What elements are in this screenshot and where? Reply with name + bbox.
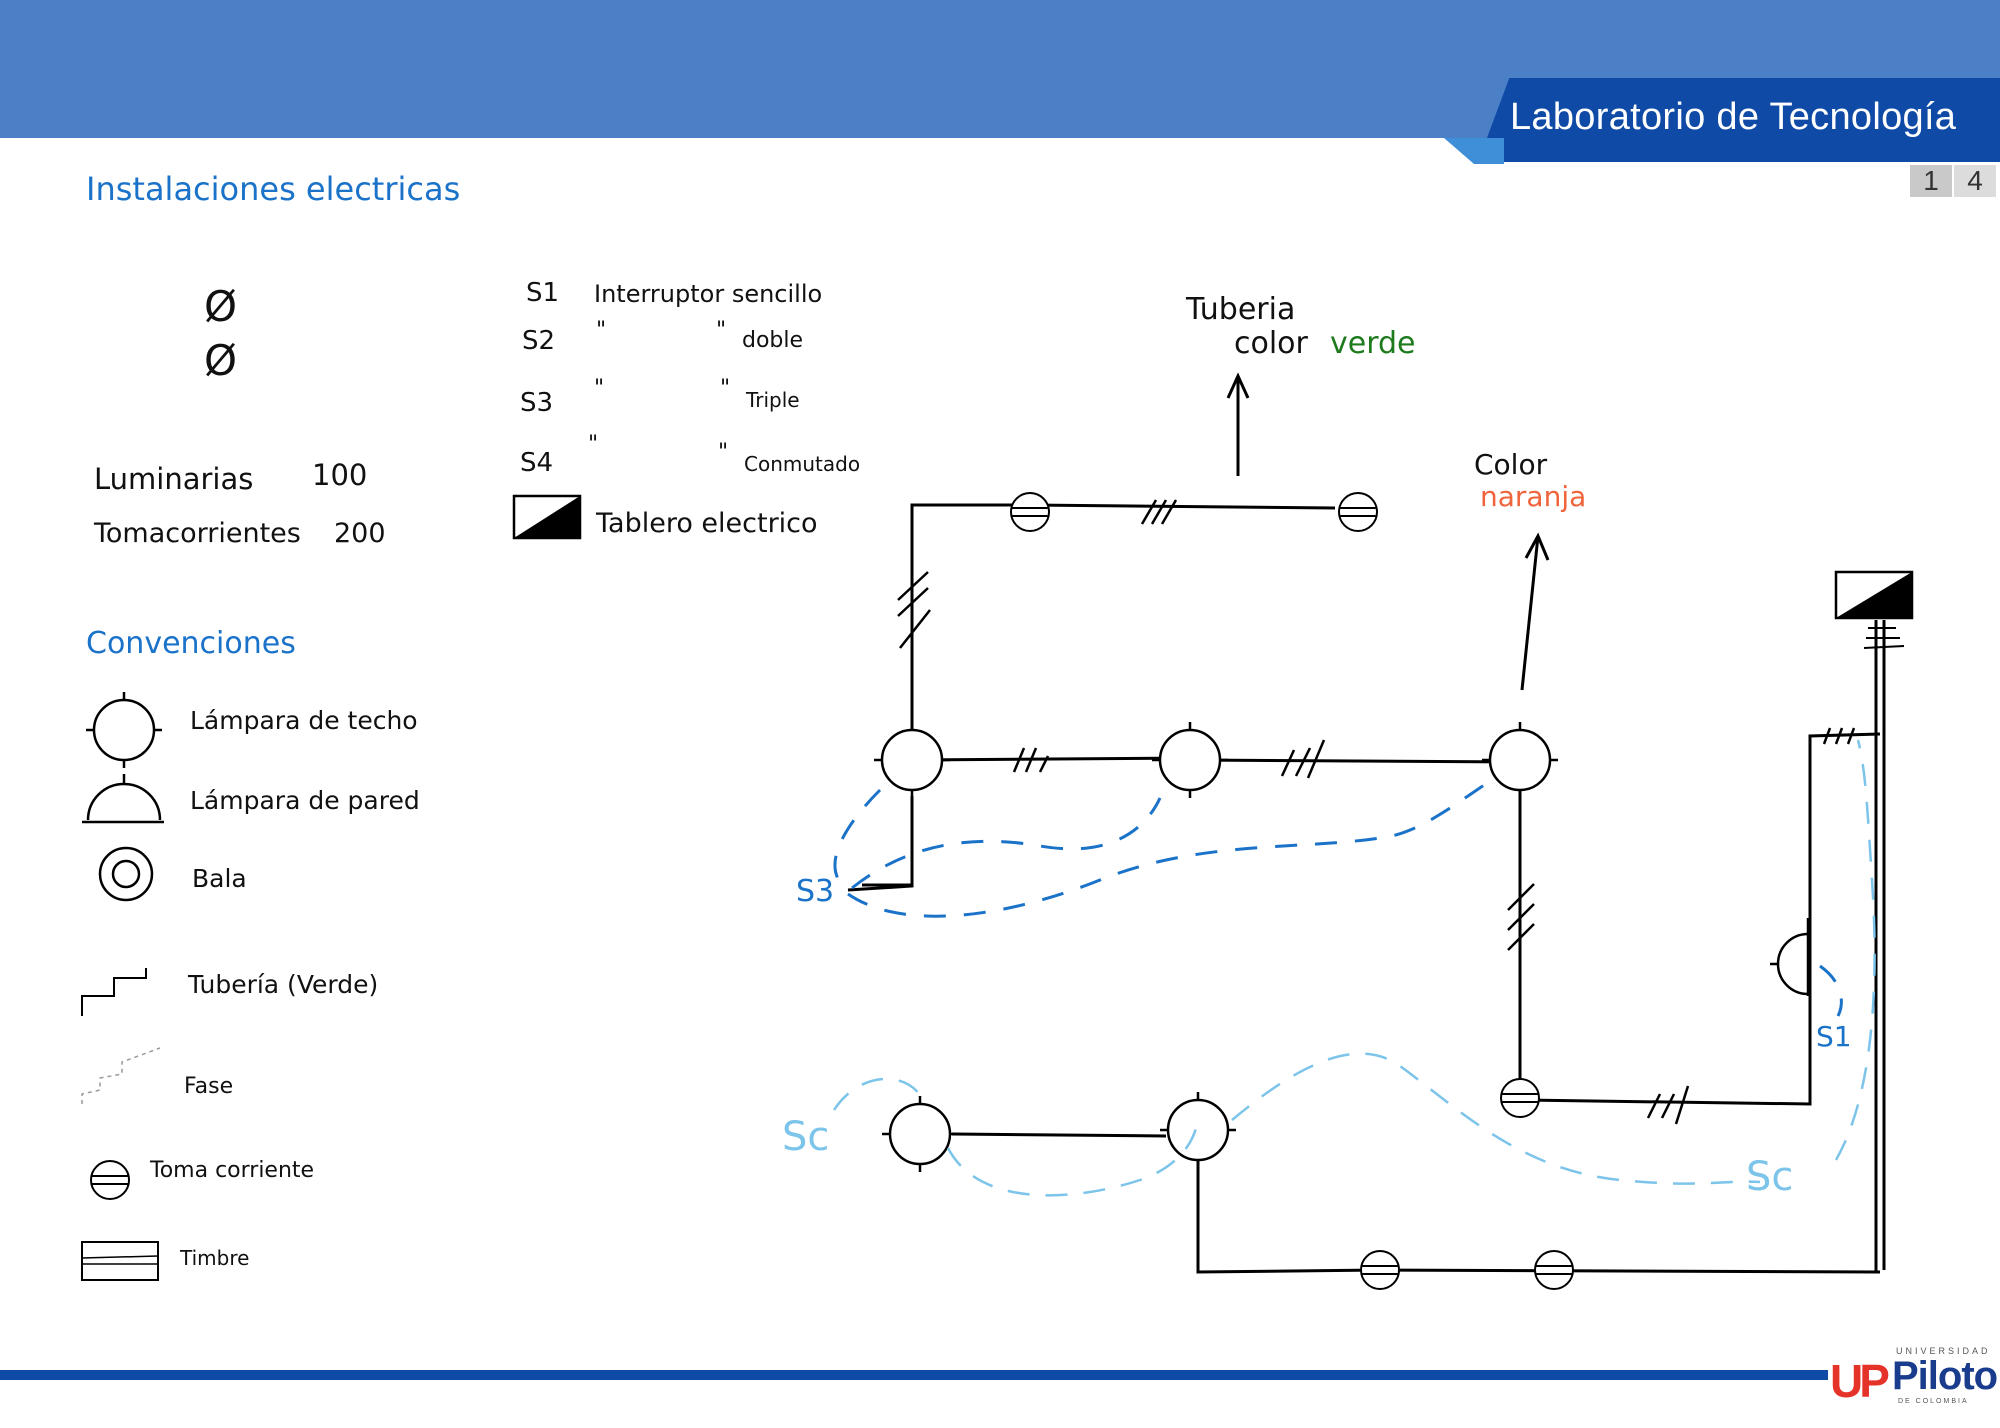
luminarias-label: Luminarias <box>94 462 254 496</box>
s1-label: S1 <box>1816 1020 1852 1053</box>
switch-text: Conmutado <box>744 452 861 476</box>
outlet-icon <box>1010 492 1050 532</box>
outlet-icon <box>1360 1250 1400 1290</box>
phi-symbol: Ø <box>204 336 238 385</box>
convention-label: Fase <box>184 1074 234 1099</box>
switch-text: Triple <box>746 388 800 412</box>
logo-top-text: UNIVERSIDAD <box>1896 1346 1991 1356</box>
page-heading: Instalaciones electricas <box>86 170 461 208</box>
sc-label-left: Sc <box>782 1114 830 1160</box>
outlet-icon <box>1500 1078 1540 1118</box>
naranja-color: naranja <box>1480 480 1587 513</box>
tuberia-color-verde: verde <box>1330 326 1416 361</box>
logo-name: Piloto <box>1892 1354 1998 1398</box>
tablero-label: Tablero electrico <box>596 508 818 539</box>
phi-symbol: Ø <box>204 282 238 331</box>
legend-panel-icon <box>512 494 582 540</box>
tuberia-color-prefix: color <box>1234 326 1308 361</box>
tuberia-label: Tuberia <box>1186 292 1296 327</box>
tomacorrientes-label: Tomacorrientes <box>94 518 301 549</box>
switch-text: doble <box>742 328 804 353</box>
luminarias-value: 100 <box>312 458 368 492</box>
switch-code: S2 <box>522 326 556 356</box>
conventions-title: Convenciones <box>86 626 296 661</box>
convention-label: Tubería (Verde) <box>188 970 379 999</box>
arrow-up-icon <box>1520 532 1550 691</box>
page-indicator: 1 4 <box>1910 165 1996 197</box>
phase-circuits <box>832 739 1876 1197</box>
convention-label: Bala <box>192 864 247 893</box>
naranja-label: Color <box>1474 448 1548 481</box>
switch-circuits <box>833 778 1843 1017</box>
page-current: 1 <box>1910 165 1952 197</box>
pipes <box>862 503 1886 1274</box>
wall-lamp-icon <box>1770 918 1810 996</box>
convention-label: Lámpara de pared <box>190 786 420 815</box>
convention-label: Lámpara de techo <box>190 706 418 735</box>
logo-bottom-text: DE COLOMBIA <box>1898 1398 1969 1405</box>
ceiling-lamp-icon <box>880 1094 960 1174</box>
electric-panel-icon <box>1834 570 1914 649</box>
s3-switch-icon <box>847 862 914 892</box>
ditto-mark: " <box>596 318 607 343</box>
legend-pipe-icon <box>81 968 147 1016</box>
legend-bala-icon <box>98 846 154 902</box>
switch-code: S4 <box>520 448 554 478</box>
ditto-mark: " <box>720 376 731 401</box>
legend-outlet-icon <box>90 1160 130 1200</box>
tomacorrientes-value: 200 <box>334 518 386 549</box>
ceiling-lamp-icon <box>1150 720 1230 800</box>
convention-label: Toma corriente <box>150 1158 315 1183</box>
ditto-mark: " <box>588 432 599 457</box>
ceiling-lamp-icon <box>1158 1090 1238 1170</box>
ditto-mark: " <box>594 376 605 401</box>
legend-phase-icon <box>81 1047 161 1104</box>
footer-bar <box>0 1370 1828 1380</box>
convention-label: Timbre <box>180 1246 250 1270</box>
ditto-mark: " <box>716 318 727 343</box>
arrow-up-icon <box>1226 372 1250 476</box>
switch-code: S3 <box>520 388 554 418</box>
switch-text: Interruptor sencillo <box>594 280 823 308</box>
ditto-mark: " <box>718 440 729 465</box>
ceiling-lamp-icon <box>872 720 952 800</box>
university-logo: UP UNIVERSIDAD Piloto DE COLOMBIA <box>1830 1346 2000 1407</box>
outlet-icon <box>1534 1250 1574 1290</box>
outlet-icon <box>1338 492 1378 532</box>
legend-bell-icon <box>81 1241 159 1281</box>
page-total: 4 <box>1954 165 1996 197</box>
pipe-ticks <box>897 499 1856 1125</box>
switch-code: S1 <box>526 278 560 308</box>
sc-label-right: Sc <box>1746 1154 1794 1200</box>
legend-ceiling-lamp-icon <box>84 690 164 770</box>
s3-label: S3 <box>796 874 835 909</box>
legend-wall-lamp-icon <box>82 774 164 824</box>
logo-mark: UP <box>1830 1355 1890 1407</box>
header-tab <box>1478 78 2000 162</box>
header-title: Laboratorio de Tecnología <box>1510 96 1957 138</box>
ceiling-lamp-icon <box>1480 720 1560 800</box>
